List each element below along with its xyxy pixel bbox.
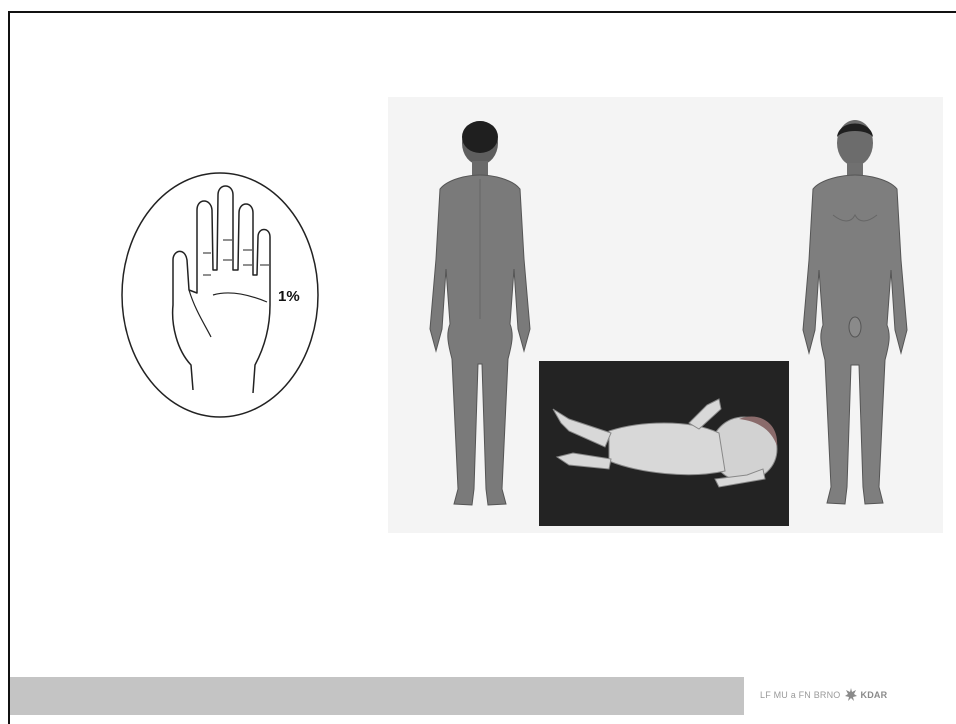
footer-brand: LF MU a FN BRNO KDAR — [760, 688, 887, 702]
footer-bar — [10, 677, 744, 715]
adult-front-view-figure — [793, 115, 918, 515]
footer-logo-text: KDAR — [861, 690, 888, 700]
kdar-logo-icon — [845, 688, 857, 702]
infant-image-box — [539, 361, 789, 526]
infant-lying-figure — [539, 361, 789, 526]
footer-institution: LF MU a FN BRNO — [760, 690, 841, 700]
adult-back-view-figure — [418, 119, 543, 514]
hand-percent-label: 1% — [278, 288, 300, 305]
